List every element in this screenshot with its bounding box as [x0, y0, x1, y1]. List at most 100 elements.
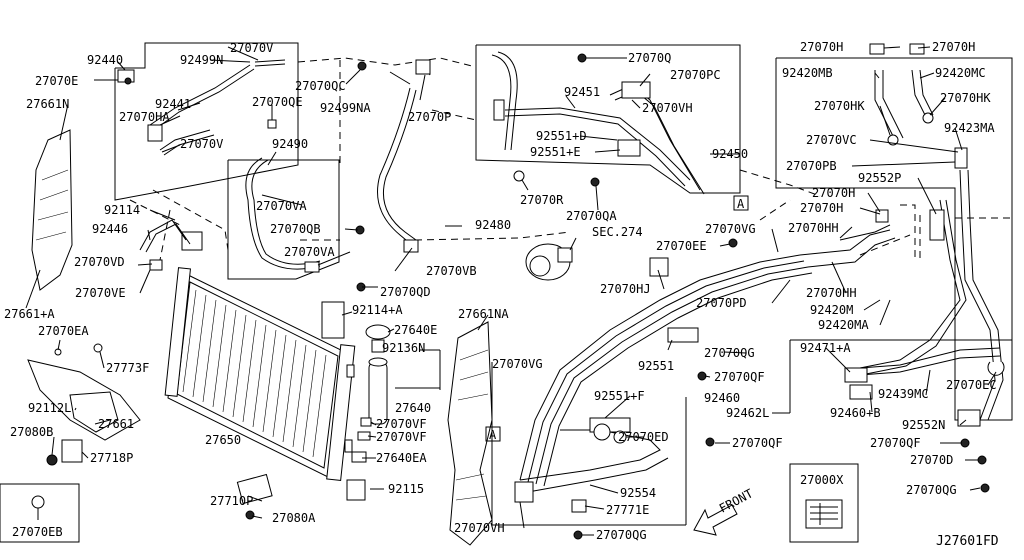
receiver-drier	[321, 301, 391, 501]
label-92136n: 92136N	[382, 341, 425, 355]
label-92460b: 92460+B	[830, 406, 881, 420]
label-27070ec: 27070EC	[946, 378, 997, 392]
label-27718p: 27718P	[90, 451, 133, 465]
label-27070pc: 27070PC	[670, 68, 721, 82]
label-92439mc: 92439MC	[878, 387, 929, 401]
label-27070h-4: 27070H	[800, 201, 843, 215]
drier-body	[368, 361, 388, 425]
label-27070ve: 27070VE	[75, 286, 126, 300]
diagram-code: J27601FD	[936, 534, 999, 549]
label-27661na: 27661NA	[458, 307, 509, 321]
label-27070vh-top: 27070VH	[642, 101, 693, 115]
label-27070qg-1: 27070QG	[704, 346, 755, 360]
box-92490-group	[227, 159, 340, 280]
label-27070vh-bot: 27070VH	[454, 521, 505, 535]
label-27070vg-mid: 27070VG	[492, 357, 543, 371]
label-27070q: 27070Q	[628, 51, 671, 65]
label-27070e: 27070E	[35, 74, 78, 88]
label-27070qc: 27070QC	[295, 79, 346, 93]
label-92420mb: 92420MB	[782, 66, 833, 80]
label-27070qb: 27070QB	[270, 222, 321, 236]
label-27070ed: 27070ED	[618, 430, 669, 444]
label-92499na: 92499NA	[320, 101, 371, 115]
bracket-92114a	[321, 301, 345, 339]
box-right-hose-group	[775, 57, 1013, 421]
air-guide-27661n	[31, 129, 73, 291]
label-27070h-1: 27070H	[800, 40, 843, 54]
air-guide-27661na	[447, 321, 493, 546]
box-92450-group	[475, 44, 741, 194]
box-27070eb	[0, 483, 80, 543]
label-27773f: 27773F	[106, 361, 149, 375]
label-27070vd: 27070VD	[74, 255, 125, 269]
label-27640: 27640	[395, 401, 431, 415]
label-92420mc: 92420MC	[935, 66, 986, 80]
bracket-92115	[346, 479, 366, 501]
box-92460-group	[790, 339, 1013, 420]
label-27070h-3: 27070H	[812, 186, 855, 200]
front-arrow-icon	[693, 504, 738, 536]
label-27070hh-1: 27070HH	[788, 221, 839, 235]
label-92551e: 92551+E	[530, 145, 581, 159]
label-92480: 92480	[475, 218, 511, 232]
leader-lines	[25, 46, 997, 536]
label-27070qg-3: 27070QG	[596, 528, 647, 542]
label-27070hk-1: 27070HK	[814, 99, 865, 113]
label-27070ha: 27070HA	[119, 110, 170, 124]
label-92460: 92460	[704, 391, 740, 405]
label-ref-a-2: A	[489, 428, 497, 442]
label-27070vb: 27070VB	[426, 264, 477, 278]
label-92552n: 92552N	[902, 418, 945, 432]
label-ref-a-1: A	[737, 197, 745, 211]
label-27070qa: 27070QA	[566, 209, 617, 223]
label-27070qe: 27070QE	[252, 95, 303, 109]
label-92490: 92490	[272, 137, 308, 151]
label-92551f: 92551+F	[594, 389, 645, 403]
condenser-left-tank	[164, 267, 191, 397]
label-92441: 92441	[155, 97, 191, 111]
front-direction-arrow	[693, 504, 738, 536]
label-92420m: 92420M	[810, 303, 853, 317]
label-27070va-1: 27070VA	[256, 199, 307, 213]
label-27661n: 27661N	[26, 97, 69, 111]
label-27070pd: 27070PD	[696, 296, 747, 310]
air-guide-left	[27, 129, 273, 520]
label-27080b: 27080B	[10, 425, 53, 439]
label-92446: 92446	[92, 222, 128, 236]
label-92112l: 92112L	[28, 401, 71, 415]
label-27070v-top: 27070V	[230, 41, 273, 55]
drier-cap-27640e	[365, 324, 391, 340]
label-27661a: 27661+A	[4, 307, 55, 321]
label-27070qg-2: 27070QG	[906, 483, 957, 497]
label-27070d: 27070D	[910, 453, 953, 467]
box-27000x	[789, 463, 859, 543]
label-27000x: 27000X	[800, 473, 844, 487]
label-27070hh-2: 27070HH	[806, 286, 857, 300]
label-92115: 92115	[388, 482, 424, 496]
label-27650: 27650	[205, 433, 241, 447]
label-92554: 92554	[620, 486, 656, 500]
label-27070ea: 27070EA	[38, 324, 89, 338]
label-27070vc: 27070VC	[806, 133, 857, 147]
fasteners	[124, 53, 990, 540]
label-27661: 27661	[98, 417, 134, 431]
label-92462l: 92462L	[726, 406, 769, 420]
label-27070ee: 27070EE	[656, 239, 707, 253]
label-27070eb: 27070EB	[12, 525, 63, 539]
bracket-27718p	[61, 439, 83, 463]
label-27070va-2: 27070VA	[284, 245, 335, 259]
label-92499n: 92499N	[180, 53, 223, 67]
label-92440: 92440	[87, 53, 123, 67]
label-27070qf-1: 27070QF	[714, 370, 765, 384]
label-27070qf-2: 27070QF	[732, 436, 783, 450]
bracket-92114	[181, 231, 203, 251]
label-27070v-mid: 27070V	[180, 137, 223, 151]
label-front: FRONT	[717, 486, 755, 515]
ref-boxes	[485, 195, 749, 442]
label-92551: 92551	[638, 359, 674, 373]
label-27070p: 27070P	[408, 110, 451, 124]
label-27070pb: 27070PB	[786, 159, 837, 173]
label-27771e: 27771E	[606, 503, 649, 517]
pipes	[117, 43, 1005, 513]
label-27070h-2: 27070H	[932, 40, 975, 54]
